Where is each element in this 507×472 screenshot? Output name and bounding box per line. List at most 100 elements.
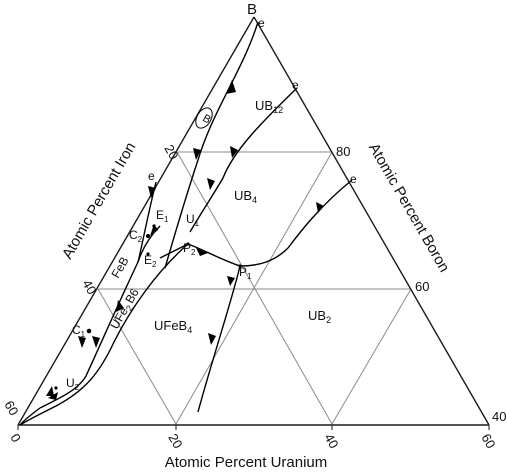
circle-b-label (195, 107, 213, 129)
point-label-u2: U2 (66, 376, 80, 392)
arrow (226, 80, 236, 94)
marker-c1 (86, 328, 92, 334)
phase-ufe2b6-sub: 2 (124, 304, 135, 313)
point-label-p2: P2 (183, 241, 196, 257)
grid-lines (97, 151, 412, 425)
arrow (148, 186, 156, 198)
grid-line (331, 288, 412, 425)
phase-ufe2b6-tail: B6 (122, 286, 142, 306)
arrow (116, 300, 124, 312)
arrow (78, 336, 86, 348)
marker-e1 (152, 224, 156, 228)
marker-p1 (238, 264, 242, 268)
phase-label-ub4: UB4 (234, 188, 257, 205)
phase-ub12-main: UB (255, 98, 273, 113)
univariant-curves (19, 21, 353, 426)
triangle-frame (17, 16, 490, 426)
phase-ufeb4-sub: 4 (187, 325, 192, 335)
tick-label-left: 20 (161, 142, 181, 162)
tick-label-right: 60 (415, 279, 429, 294)
tick-label-bottom: 0 (7, 431, 24, 445)
vertex-label-b: B (247, 1, 257, 18)
marker-e2 (146, 252, 150, 256)
phase-ub12-sub: 12 (273, 105, 283, 115)
arrowheads (46, 80, 324, 400)
arrow (46, 386, 54, 396)
curve-ub12-b (164, 21, 259, 269)
point-label-c2: C2 (129, 228, 143, 244)
marker-c2 (146, 234, 150, 238)
tick-label-right: 40 (492, 409, 506, 424)
curve-bottom-left (19, 407, 41, 426)
phase-ub2-sub: 2 (326, 315, 331, 325)
phase-label-ub12: UB12 (255, 98, 283, 115)
phase-label-ufe2b6: UFe2B6 (107, 286, 143, 333)
point-p1-sub: 1 (247, 272, 252, 281)
point-p2-main: P (183, 241, 191, 255)
phase-label-ufeb4: UFeB4 (154, 318, 192, 335)
axis-title-boron: Atomic Percent Boron (365, 140, 453, 275)
axis-title-uranium: Atomic Percent Uranium (165, 454, 328, 471)
point-label-e-left: e (148, 169, 155, 183)
point-e2-main: E (144, 253, 152, 267)
curve-e-left (137, 181, 157, 263)
arrow (92, 336, 100, 348)
point-label-e-right: e (350, 172, 357, 186)
point-e1-main: E (156, 208, 164, 222)
point-label-e-top: e (258, 16, 265, 30)
point-label-p1: P1 (239, 265, 252, 281)
phase-label-ub2: UB2 (308, 308, 331, 325)
left-edge (17, 16, 255, 426)
arrow (207, 178, 215, 190)
curve-p1-down (197, 265, 241, 413)
tick-label-right: 80 (336, 144, 350, 159)
curve-u1-e2 (159, 243, 189, 259)
arrow (208, 333, 216, 345)
tick-label-bottom: 40 (321, 431, 341, 451)
arrow (316, 202, 324, 213)
curve-ub12-ub4 (189, 87, 298, 233)
phase-ub2-main: UB (308, 308, 326, 323)
point-p2-sub: 2 (191, 248, 196, 257)
tick-label-left: 40 (79, 277, 99, 297)
point-u1-sub: 1 (195, 219, 200, 228)
point-label-u1: U1 (186, 212, 200, 228)
point-c1-sub: 1 (81, 330, 86, 339)
arrow (196, 248, 208, 256)
tick-label-left: 60 (1, 398, 21, 418)
arrow (227, 276, 235, 286)
point-label-e1: E1 (156, 208, 169, 224)
point-c2-sub: 2 (138, 235, 143, 244)
grid-line (97, 288, 177, 425)
point-e2-sub: 2 (152, 260, 157, 269)
arrow (193, 148, 201, 160)
point-u2-main: U (66, 376, 75, 390)
axis-title-iron: Atomic Percent Iron (59, 139, 140, 262)
arrow (230, 146, 238, 158)
curve-feb-ufe2b6 (39, 261, 139, 409)
point-p1-main: P (239, 265, 247, 279)
tick-label-bottom: 20 (165, 431, 185, 451)
marker-u1 (186, 242, 190, 246)
point-e1-sub: 1 (164, 215, 169, 224)
tick-marks (17, 425, 490, 430)
marker-u2 (54, 386, 58, 390)
point-label-e2: E2 (144, 253, 157, 269)
phase-ufeb4-main: UFeB (154, 318, 187, 333)
curve-p1-p2 (187, 243, 241, 267)
point-label-c1: C1 (72, 323, 86, 339)
grid-line (176, 151, 333, 425)
tick-label-bottom: 60 (478, 431, 498, 451)
curve-ub4-ub2 (239, 179, 353, 267)
phase-label-feb: FeB (108, 254, 131, 280)
point-u1-main: U (186, 212, 195, 226)
point-u2-sub: 2 (75, 383, 80, 392)
arrow (150, 224, 158, 236)
right-edge (253, 16, 490, 426)
point-c2-main: C (129, 228, 138, 242)
point-markers (54, 107, 242, 390)
phase-ub4-sub: 4 (252, 195, 257, 205)
arrow (48, 392, 58, 400)
curve-ufe2b6-ufeb4 (19, 243, 189, 426)
